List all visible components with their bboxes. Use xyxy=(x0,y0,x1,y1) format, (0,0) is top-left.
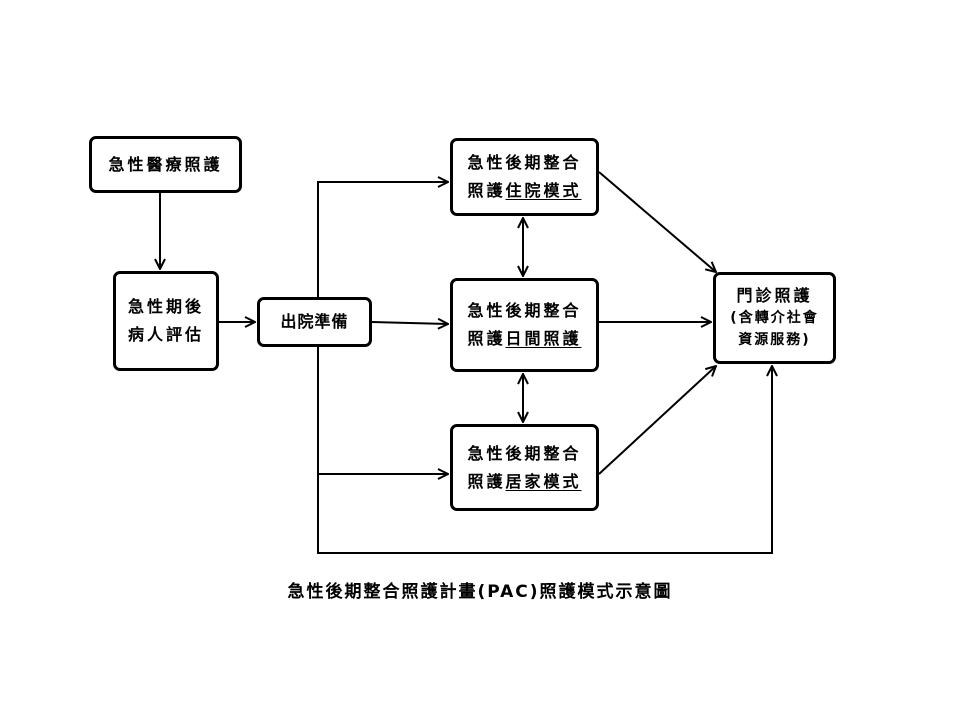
arrow-discharge-to-daycare xyxy=(371,322,448,324)
diagram-caption: 急性後期整合照護計畫(PAC)照護模式示意圖 xyxy=(287,582,673,602)
node-label-prefix: 照護 xyxy=(467,471,506,491)
node-label-prefix: 照護 xyxy=(467,181,506,200)
node-label-line2: 照護住院模式 xyxy=(467,177,581,205)
node-pac-home: 急性後期整合 照護居家模式 xyxy=(450,424,599,511)
node-label-mode: 居家模式 xyxy=(505,471,582,491)
node-label-line2: 病人評估 xyxy=(127,325,204,344)
node-pac-daycare: 急性後期整合 照護日間照護 xyxy=(450,278,599,372)
node-label-line2: 照護居家模式 xyxy=(467,468,581,496)
arrow-discharge-to-inpatient xyxy=(317,182,448,297)
node-label: 急性醫療照護 xyxy=(108,154,223,174)
arrow-discharge-to-home xyxy=(317,347,448,474)
node-label-line1: 急性後期整合 xyxy=(467,443,582,463)
node-label-line1: 門診照護 xyxy=(736,286,813,305)
node-label-line2: 照護日間照護 xyxy=(467,325,581,353)
arrow-home-to-outpatient xyxy=(598,366,716,475)
node-pac-inpatient: 急性後期整合 照護住院模式 xyxy=(450,138,599,216)
arrow-inpatient-to-outpatient xyxy=(598,171,716,272)
node-outpatient-care: 門診照護 (含轉介社會 資源服務) xyxy=(713,272,836,364)
arrow-discharge-to-outpatient-direct xyxy=(317,366,772,554)
node-label-line1: 急性後期整合 xyxy=(467,153,582,172)
node-label: 出院準備 xyxy=(280,312,349,331)
node-label-line3: 資源服務) xyxy=(738,332,811,348)
node-acute-medical-care: 急性醫療照護 xyxy=(89,136,242,193)
node-label-line1: 急性期後 xyxy=(127,297,204,316)
node-post-acute-assessment: 急性期後 病人評估 xyxy=(113,271,219,371)
node-label-line2: (含轉介社會 xyxy=(730,310,819,326)
node-label-mode: 住院模式 xyxy=(505,181,582,200)
node-discharge-planning: 出院準備 xyxy=(257,297,372,347)
node-label-prefix: 照護 xyxy=(467,329,506,348)
node-label-mode: 日間照護 xyxy=(505,329,582,348)
node-label-line1: 急性後期整合 xyxy=(467,301,582,320)
